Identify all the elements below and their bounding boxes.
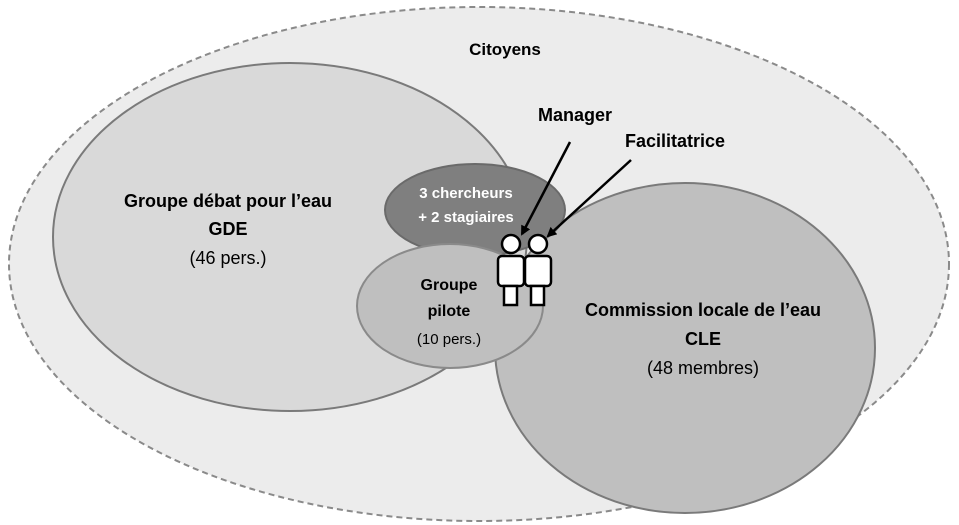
researchers-line1: 3 chercheurs — [419, 185, 512, 202]
cle-size: (48 membres) — [647, 358, 759, 378]
researchers-line2: + 2 stagiaires — [418, 209, 513, 226]
gde-size: (46 pers.) — [189, 248, 266, 268]
facilitator-person-icon — [523, 233, 553, 307]
cle-title: Commission locale de l’eau — [585, 300, 821, 320]
cle-abbr: CLE — [685, 329, 721, 349]
facilitator-label: Facilitatrice — [625, 131, 725, 151]
pilot-line2: pilote — [428, 303, 471, 320]
citizens-label: Citoyens — [469, 40, 541, 59]
facilitator-arrow — [546, 159, 632, 238]
pilot-size: (10 pers.) — [417, 331, 481, 348]
manager-arrow — [520, 141, 572, 236]
gde-title: Groupe débat pour l’eau — [124, 191, 332, 211]
pilot-line1: Groupe — [421, 277, 478, 294]
gde-abbr: GDE — [208, 219, 247, 239]
manager-label: Manager — [538, 105, 612, 125]
